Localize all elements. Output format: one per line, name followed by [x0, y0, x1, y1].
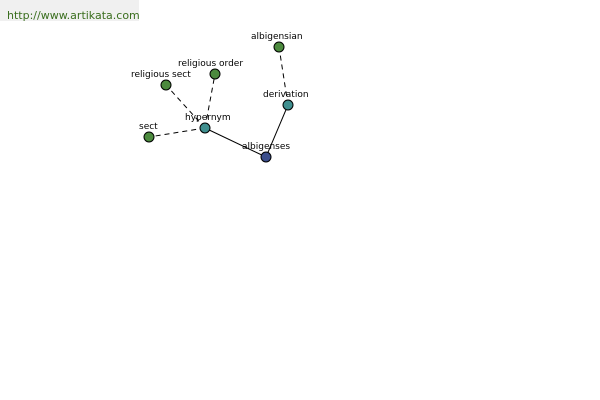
node-albigenses[interactable]: albigenses [242, 142, 290, 163]
edge-albigenses-to-derivation [265, 104, 289, 158]
node-dot[interactable] [282, 99, 294, 111]
node-derivation[interactable]: derivation [263, 90, 309, 111]
node-religious-sect[interactable]: religious sect [131, 70, 191, 91]
node-dot[interactable] [160, 79, 172, 91]
edge-hypernym-to-religious-sect [165, 84, 206, 129]
node-dot[interactable] [209, 68, 221, 80]
node-label[interactable]: hypernym [185, 113, 231, 123]
edge-hypernym-to-religious-order [204, 73, 216, 129]
node-dot[interactable] [273, 41, 285, 53]
node-dot[interactable] [143, 131, 155, 143]
edge-derivation-to-albigensian [278, 46, 289, 106]
node-label[interactable]: derivation [263, 90, 309, 100]
node-label[interactable]: religious order [178, 59, 243, 69]
node-sect[interactable]: sect [139, 122, 158, 143]
node-label[interactable]: albigensian [251, 32, 303, 42]
node-dot[interactable] [199, 122, 211, 134]
node-label[interactable]: religious sect [131, 70, 191, 80]
node-albigensian[interactable]: albigensian [251, 32, 303, 53]
edge-albigenses-to-hypernym [204, 127, 267, 158]
site-url-link[interactable]: http://www.artikata.com [7, 9, 140, 22]
node-dot[interactable] [260, 151, 272, 163]
node-hypernym[interactable]: hypernym [185, 113, 231, 134]
url-banner: http://www.artikata.com [0, 0, 140, 22]
node-label[interactable]: sect [139, 122, 158, 132]
edge-hypernym-to-sect [148, 127, 206, 138]
node-religious-order[interactable]: religious order [178, 59, 243, 80]
node-label[interactable]: albigenses [242, 142, 290, 152]
edges-layer [148, 46, 289, 158]
nodes-layer: albigenses hypernym derivation albigensian r… [131, 32, 309, 163]
